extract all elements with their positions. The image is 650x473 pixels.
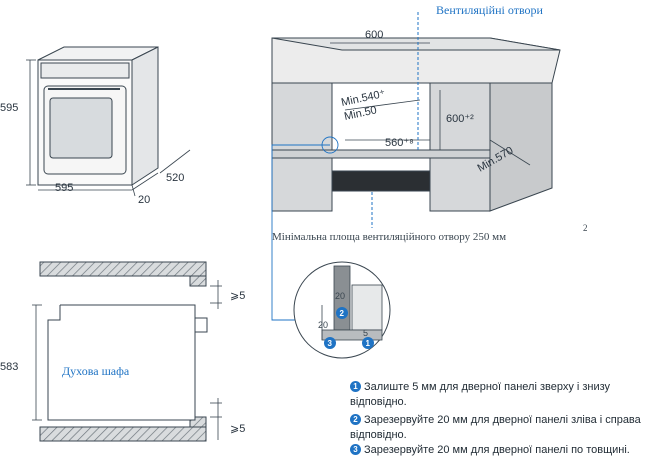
cabinet-illustration: [271, 37, 561, 212]
svg-text:3: 3: [328, 339, 333, 348]
detail-badge-1: 1: [362, 337, 374, 349]
cabinet-top-width: 600: [365, 29, 383, 41]
side-section: [39, 261, 208, 442]
gap-bottom-dim: ⩾5: [230, 423, 245, 435]
gap-top-dim: ⩾5: [230, 290, 245, 302]
oven-body-depth-dim: 520: [166, 172, 184, 184]
note-badge-1: 1: [350, 381, 361, 392]
vent-area-sup: 2: [583, 223, 588, 233]
side-height-dim: 583: [0, 361, 18, 373]
svg-text:2: 2: [340, 309, 345, 318]
note-text-1: Залиште 5 мм для дверної панелі зверху і…: [350, 381, 611, 408]
oven-height-dim: 595: [0, 102, 18, 114]
detail-badge-2: 2: [336, 307, 348, 319]
vent-area-text: Мінімальна площа вентиляційного отвору 2…: [272, 231, 506, 243]
oven-door-depth-dim: 20: [138, 194, 150, 206]
oven-width-dim: 595: [55, 182, 73, 194]
svg-text:1: 1: [366, 339, 371, 348]
detail-dim-20b: 20: [318, 320, 328, 330]
detail-dim-5: 5: [363, 328, 368, 338]
detail-badge-3: 3: [324, 337, 336, 349]
cabinet-height-dim: 600⁺²: [446, 113, 474, 125]
note-text-2: Зарезервуйте 20 мм для дверної панелі зл…: [350, 414, 641, 441]
vent-title: Вентиляційні отвори: [436, 3, 544, 17]
detail-dim-20a: 20: [335, 291, 345, 301]
oven-illustration: [37, 46, 159, 186]
note-badge-3: 3: [350, 444, 361, 455]
note-badge-2: 2: [350, 414, 361, 425]
oven-label: Духова шафа: [62, 364, 130, 378]
cabinet-inner-width: 560⁺⁸: [385, 137, 414, 149]
note-text-3: Зарезервуйте 20 мм для дверної панелі по…: [364, 444, 630, 456]
